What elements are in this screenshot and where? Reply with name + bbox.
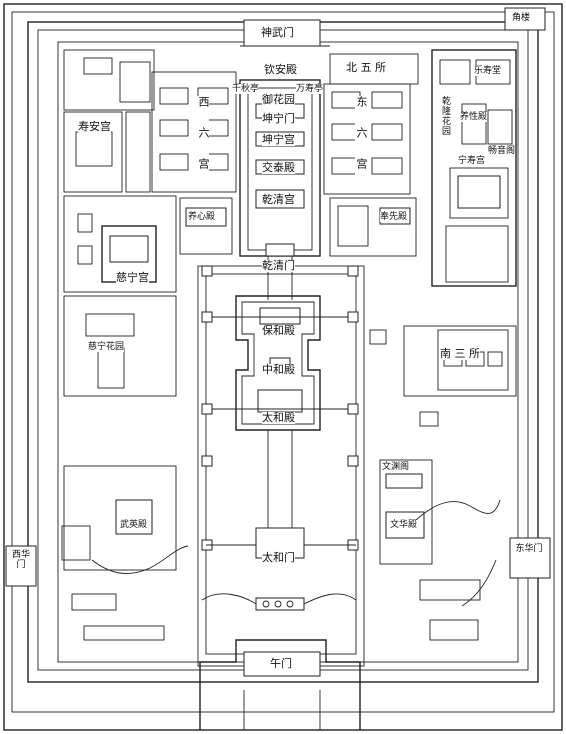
- label-kunninggong[interactable]: 坤宁宫: [262, 133, 295, 146]
- label-jiaotaidian[interactable]: 交泰殿: [262, 161, 295, 174]
- label-yangxingdian[interactable]: 养性殿: [460, 112, 488, 122]
- wuying-complex: [63, 465, 177, 571]
- label-dongliugong[interactable]: 东六宫: [355, 96, 368, 189]
- label-cininggong[interactable]: 慈宁宫: [116, 271, 149, 284]
- label-changyinge[interactable]: 畅音阁: [488, 146, 516, 156]
- label-zhonghedian[interactable]: 中和殿: [262, 363, 295, 376]
- label-ningshougong[interactable]: 宁寿宫: [458, 156, 486, 166]
- nansansuo-block: [403, 325, 517, 397]
- western-six-palaces: [151, 71, 237, 193]
- label-qinandian[interactable]: 钦安殿: [264, 63, 297, 76]
- label-qianqiuting: 千秋亭: [232, 84, 260, 94]
- label-xiliugong[interactable]: 西六宫: [197, 96, 210, 189]
- label-taihemen[interactable]: 太和门: [262, 551, 295, 564]
- label-shouangong[interactable]: 寿安宫: [78, 120, 111, 133]
- label-qianlonghuayuan[interactable]: 乾隆花园: [440, 96, 450, 136]
- west-canal: [91, 545, 189, 574]
- fengxiandian-block: [329, 197, 417, 257]
- three-halls-terrace: [235, 295, 321, 431]
- label-shenningmen[interactable]: 坤宁门: [262, 112, 295, 125]
- label-qianqinggong[interactable]: 乾清宫: [262, 193, 295, 206]
- label-yuhuayuan[interactable]: 御花园: [262, 93, 295, 106]
- label-xihuamen[interactable]: 西华门: [8, 550, 34, 570]
- label-wanchunting: 万寿亭: [296, 84, 324, 94]
- wumen-gate: [199, 639, 361, 730]
- label-shenwumen[interactable]: 神武门: [261, 26, 294, 39]
- label-taihedian[interactable]: 太和殿: [262, 411, 295, 424]
- moat-outer: [3, 3, 563, 731]
- golden-water-river: [201, 593, 357, 605]
- label-wumen[interactable]: 午门: [270, 657, 292, 670]
- east-canal: [415, 499, 501, 521]
- label-nansansuo[interactable]: 南 三 所: [440, 347, 480, 360]
- label-jiaolou: 角楼: [512, 13, 531, 23]
- label-leshoutang[interactable]: 乐寿堂: [474, 66, 502, 76]
- label-baohedian[interactable]: 保和殿: [262, 324, 295, 337]
- label-yangxindian[interactable]: 养心殿: [188, 212, 216, 222]
- label-cininghuayuan[interactable]: 慈宁花园: [88, 342, 125, 352]
- label-wenhuadian[interactable]: 文华殿: [390, 520, 418, 530]
- label-qianqingmen[interactable]: 乾清门: [262, 259, 295, 272]
- label-beiwusuo[interactable]: 北 五 所: [346, 61, 386, 74]
- yangxindian-block: [179, 197, 233, 255]
- wenhua-complex: [379, 459, 433, 565]
- label-fengxiandian[interactable]: 奉先殿: [380, 212, 408, 222]
- label-wenyuange[interactable]: 文渊阁: [382, 462, 410, 472]
- moat-inner: [11, 11, 555, 713]
- ningshou-complex: [431, 49, 517, 287]
- cining-garden: [63, 295, 177, 397]
- label-wuyingdian[interactable]: 武英殿: [120, 520, 148, 530]
- label-donghuamen[interactable]: 东华门: [514, 544, 544, 554]
- cining-complex: [63, 195, 177, 293]
